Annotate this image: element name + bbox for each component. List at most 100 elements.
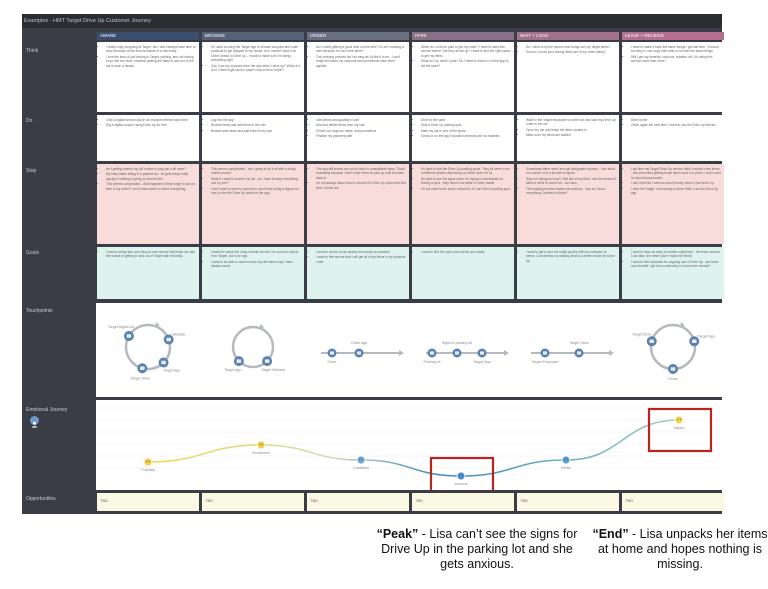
touchpoint-label: Home — [668, 377, 678, 381]
stage-header: WAIT + LOAD — [517, 32, 619, 40]
do-cell: View items and quantity in cartAdd and d… — [307, 115, 409, 161]
emotion-point — [561, 455, 571, 465]
stop-bullet: It's not clear to me what I should do if… — [421, 187, 511, 191]
emotion-label: Excitement — [252, 451, 270, 455]
touchpoint-node — [540, 348, 550, 358]
stop-cell: Isn't getting started my old routine to … — [97, 164, 199, 244]
touchpoint-cycle — [231, 324, 275, 369]
end-caption-label: “End” — [592, 527, 629, 541]
goal-cell: I want to check out as quickly and easil… — [307, 247, 409, 299]
do-bullet: Order again the next time I need to use … — [631, 123, 721, 127]
peak-caption-label: “Peak” — [376, 527, 419, 541]
touchpoint-cycle — [649, 322, 697, 371]
row-label-emotional-journey: Emotional Journey — [26, 407, 68, 413]
think-cell: Am I really getting a good deal on this … — [307, 42, 409, 112]
emotion-label: Curiosity — [141, 468, 155, 472]
do-cell: Drive to the storeFind a Drive Up parkin… — [412, 115, 514, 161]
do-bullet: Click a digital service add in an impuls… — [106, 118, 196, 122]
touchpoint-node — [163, 334, 174, 345]
touchpoint-flow — [426, 350, 509, 356]
stage-header: BROWSE — [202, 32, 304, 40]
think-bullet: When do I need to park to get my order? … — [421, 45, 511, 58]
think-bullet: Will I get my benefits, coupons, rebates… — [631, 55, 721, 64]
do-bullet: Find a Drive Up parking spot — [421, 123, 511, 127]
opportunity-cell: TBD — [412, 493, 514, 511]
opportunity-text: TBD — [205, 498, 213, 503]
goals-bullet: I want the same fair, easy, friendly ser… — [211, 250, 301, 259]
stage-header: PARK — [412, 32, 514, 40]
touchpoint-node — [158, 357, 169, 368]
touchpoint-node — [262, 356, 273, 367]
think-bullet: What do I do when I park? Do I need to c… — [421, 59, 511, 68]
touchpoint-node — [689, 336, 700, 347]
stop-cell: It's hard to find the Drive Up parking s… — [412, 164, 514, 244]
row-label-goals: Goals — [26, 250, 40, 256]
think-cell: Do I need to tip the person who brings o… — [517, 42, 619, 112]
end-caption: “End” - Lisa unpacks her items at home a… — [592, 527, 768, 572]
think-bullet: Am I really getting a good deal on this … — [316, 45, 406, 54]
emotion-label: Happy — [674, 426, 685, 430]
stop-bullet: This seems complicated - what happens if… — [106, 182, 196, 191]
think-bullet: I really enjoy shopping at Target, but I… — [106, 45, 196, 54]
stop-bullet: It's hard to see the signs when I'm tryi… — [421, 177, 511, 186]
goal-cell: I want to find the right spot quickly an… — [412, 247, 514, 299]
emotion-point — [356, 455, 366, 465]
touchpoint-label: Target Employee — [532, 360, 559, 364]
do-bullet: Open my car and leave the items loaded i… — [526, 128, 616, 132]
touchpoint-node — [137, 363, 148, 374]
think-bullet: How do I know your driving items are in … — [526, 50, 616, 54]
peak-caption-text: - Lisa can’t see the signs for Drive Up … — [381, 527, 578, 571]
touchpoint-label: Target App — [698, 334, 715, 338]
do-bullet: Make sure my items are loaded — [526, 133, 616, 137]
user-icon — [30, 416, 39, 428]
goals-bullet: I want to feel rewarded for ongoing use … — [631, 260, 721, 269]
touchpoint-node — [646, 336, 657, 347]
think-bullet: Do I need to tip the person who brings o… — [526, 45, 616, 49]
journey-board: Examples · HMT Target Drive Up Customer … — [22, 14, 724, 514]
opportunity-text: TBD — [520, 498, 528, 503]
do-bullet: View items and quantity in cart — [316, 118, 406, 122]
touchpoint-label: Website — [172, 332, 185, 336]
touchpoint-label: Order app — [351, 341, 367, 345]
opportunity-cell: TBD — [202, 493, 304, 511]
stop-bullet: My baby hates sitting in a parked car - … — [106, 172, 196, 181]
opportunity-text: TBD — [310, 498, 318, 503]
stage-header: LEAVE + RECEIVE — [622, 32, 724, 40]
touchpoint-label: Target Store — [569, 341, 589, 345]
stop-cell: Last time my Target Drive Up service did… — [622, 164, 724, 244]
touchpoint-node — [668, 364, 678, 374]
goals-bullet: I want to feel secure that I will get al… — [316, 255, 406, 264]
goal-cell: I want to get in and out really quickly … — [517, 247, 619, 299]
stop-bullet: I don't want to have to spend too much t… — [211, 187, 301, 196]
stop-bullet: I don't feel like I save as much money w… — [631, 181, 721, 185]
stop-bullet: Last time my Target Drive Up service did… — [631, 167, 721, 180]
touchpoint-label: Target Store — [131, 376, 151, 380]
emotion-curve-diagram: CuriosityExcitementConfidentAnxiousRelie… — [96, 407, 722, 498]
do-cell: Drive homeOrder again the next time I ne… — [622, 115, 724, 161]
stop-bullet: It's hard to find the Drive Up parking s… — [421, 167, 511, 176]
think-bullet: I love the idea of just driving to Targe… — [106, 55, 196, 68]
opportunity-cell: TBD — [307, 493, 409, 511]
do-cell: Click a digital service add in an impuls… — [97, 115, 199, 161]
row-label-do: Do — [26, 118, 33, 124]
touchpoint-node — [574, 348, 584, 358]
do-bullet: Finalize my payment path — [316, 134, 406, 138]
do-bullet: Drive to the store — [421, 118, 511, 122]
end-caption-text: - Lisa unpacks her items at home and hop… — [597, 527, 768, 571]
touchpoint-label: Order — [327, 360, 337, 364]
row-label-touchpoints: Touchpoints — [26, 308, 53, 314]
end-highlight-box — [647, 407, 713, 453]
touchpoint-label: Target App — [224, 368, 241, 372]
stage-header: AWARE — [97, 32, 199, 40]
goal-cell: I want to have as easy a reorder experie… — [622, 247, 724, 299]
goals-bullet: I want to check out as quickly and easil… — [316, 250, 406, 254]
goals-bullet: I want to find the right spot quickly an… — [421, 250, 511, 254]
think-bullet: I want to make it back the same things I… — [631, 45, 721, 54]
do-bullet: Log into the app — [211, 118, 301, 122]
touchpoint-node — [452, 348, 462, 358]
row-label-opportunities: Opportunities — [26, 496, 56, 502]
stage-header: ORDER — [307, 32, 409, 40]
do-bullet: Check out coupons, sales, and promotions — [316, 129, 406, 133]
do-bullet: Mark my car in one of the spots — [421, 129, 511, 133]
